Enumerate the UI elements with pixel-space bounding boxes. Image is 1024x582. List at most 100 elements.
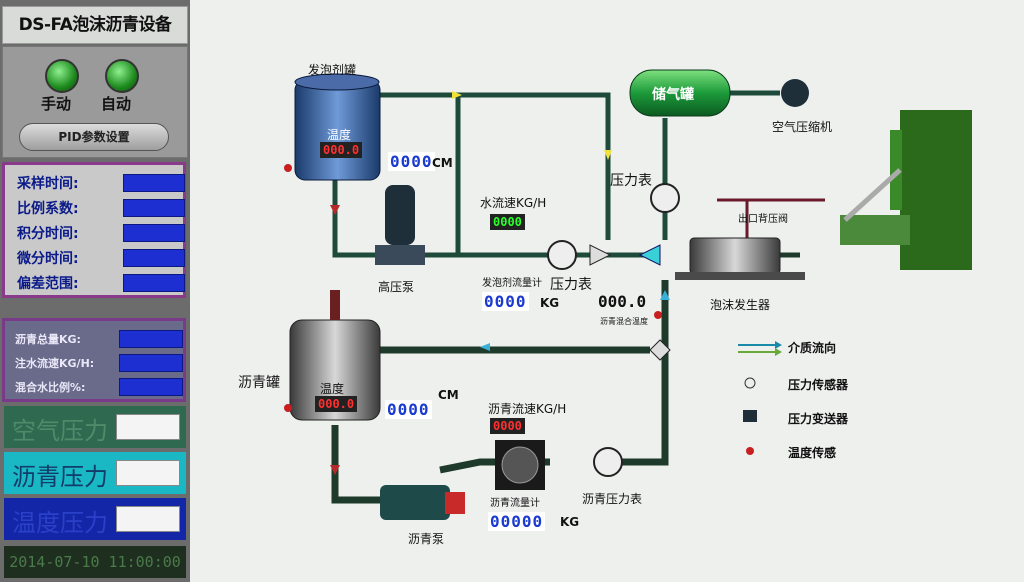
air-gauge-label: 压力表 — [610, 173, 652, 189]
totals-panel: 沥青总量KG: 注水流速KG/H: 混合水比例%: — [2, 318, 186, 402]
derivative-time-input[interactable] — [123, 249, 185, 267]
foam-tank-label: 发泡剂罐 — [308, 63, 357, 77]
temp-probe-asphalt — [284, 404, 292, 412]
total-label: 沥青总量KG: — [15, 333, 81, 346]
clock-display: 2014-07-10 11:00:00 — [4, 546, 186, 578]
param-row-integral: 积分时间: — [13, 221, 185, 243]
asphalt-total-value: 00000 — [488, 512, 546, 531]
water-ratio-value — [119, 378, 183, 396]
asphalt-pressure-value — [116, 460, 180, 486]
temperature-pressure-box: 温度压力 — [4, 498, 186, 540]
compressor-label: 空气压缩机 — [772, 120, 833, 134]
asphalt-tank-temp-value: 000.0 — [315, 396, 358, 412]
param-row-deviation: 偏差范围: — [13, 271, 185, 293]
param-label: 采样时间: — [17, 176, 79, 192]
flow-arrow-2 — [480, 343, 490, 351]
total-row-asphalt: 沥青总量KG: — [11, 327, 183, 349]
legend-temp-sensor-icon — [746, 447, 754, 455]
asphalt-pump — [380, 485, 450, 520]
high-pressure-pump-label: 高压泵 — [378, 280, 415, 294]
param-label: 比例系数: — [17, 201, 79, 217]
asphalt-flow-value: 0000 — [490, 418, 525, 434]
asphalt-pressure-gauge — [593, 447, 623, 477]
air-compressor — [781, 79, 809, 107]
param-label: 微分时间: — [17, 251, 79, 267]
legend-pressure-sensor-label: 压力传感器 — [788, 378, 849, 392]
param-row-proportional: 比例系数: — [13, 196, 185, 218]
foam-generator — [689, 237, 781, 275]
flow-arrow-3 — [604, 150, 612, 160]
deviation-range-input[interactable] — [123, 274, 185, 292]
air-pressure-box: 空气压力 — [4, 406, 186, 448]
pipe-network — [284, 69, 972, 520]
total-label: 注水流速KG/H: — [15, 357, 95, 370]
valve-asphalt-outlet[interactable] — [330, 465, 340, 475]
valve-foam-outlet[interactable] — [330, 205, 340, 215]
legend-pressure-sensor-icon — [744, 377, 756, 389]
asphalt-pressure-box: 沥青压力 — [4, 452, 186, 494]
asphalt-tank-label: 沥青罐 — [238, 375, 280, 391]
temp-probe-foam — [284, 164, 292, 172]
total-row-water-ratio: 混合水比例%: — [11, 375, 183, 397]
pid-settings-button[interactable]: PID参数设置 — [19, 123, 169, 151]
param-row-derivative: 微分时间: — [13, 246, 185, 268]
mix-temp-value: 000.0 — [598, 292, 647, 311]
water-total-unit: KG — [540, 296, 560, 310]
asphalt-level-value: 0000 — [385, 400, 432, 419]
mix-temp-label: 沥青混合温度 — [600, 317, 648, 326]
asphalt-level-unit: CM — [438, 388, 459, 402]
asphalt-total-unit: KG — [560, 515, 580, 529]
legend-transmitter-label: 压力变送器 — [788, 412, 849, 426]
proportional-coef-input[interactable] — [123, 199, 185, 217]
total-label: 混合水比例%: — [15, 381, 86, 394]
valve-water[interactable] — [589, 244, 612, 266]
asphalt-gauge-label: 沥青压力表 — [582, 492, 643, 506]
mode-panel: 手动 自动 PID参数设置 — [2, 46, 188, 158]
air-pressure-gauge — [650, 183, 680, 213]
flow-arrow-4 — [660, 290, 670, 300]
asphalt-pump-label: 沥青泵 — [408, 532, 445, 546]
param-label: 积分时间: — [17, 226, 79, 242]
air-tank — [629, 69, 731, 117]
manual-mode-lamp[interactable] — [45, 59, 79, 93]
asphalt-flow-label: 沥青流速KG/H — [488, 402, 567, 416]
asphalt-flowmeter-label: 沥青流量计 — [490, 498, 540, 509]
temp-probe-mix — [654, 311, 662, 319]
manual-mode-label: 手动 — [41, 95, 72, 113]
total-row-water-flow: 注水流速KG/H: — [11, 351, 183, 373]
asphalt-total-value — [119, 330, 183, 348]
sampling-time-input[interactable] — [123, 174, 185, 192]
water-flow-label: 水流速KG/H — [480, 196, 547, 210]
foam-level-unit: CM — [432, 156, 453, 170]
air-pressure-label: 空气压力 — [12, 417, 108, 445]
legend-temp-sensor-label: 温度传感 — [788, 446, 837, 460]
foam-generator-label: 泡沫发生器 — [710, 298, 771, 312]
water-flow-value: 0000 — [490, 214, 525, 230]
auto-mode-lamp[interactable] — [105, 59, 139, 93]
asphalt-plant-image — [840, 110, 972, 270]
valve-asphalt[interactable] — [649, 339, 671, 361]
mixer-nozzle — [638, 244, 661, 266]
air-tank-label: 储气罐 — [652, 87, 694, 103]
control-sidebar: DS-FA泡沫沥青设备 手动 自动 PID参数设置 采样时间: 比例系数: 积分… — [0, 0, 190, 582]
temperature-pressure-label: 温度压力 — [12, 509, 108, 537]
asphalt-tank-outlet — [331, 425, 380, 504]
legend-flow-label: 介质流向 — [788, 341, 837, 355]
asphalt-main-riser — [620, 280, 669, 466]
param-label: 偏差范围: — [17, 276, 79, 292]
outlet-valve-label: 出口背压阀 — [738, 214, 788, 225]
integral-time-input[interactable] — [123, 224, 185, 242]
water-pressure-gauge — [547, 240, 577, 270]
legend-transmitter-icon — [743, 410, 757, 422]
high-pressure-pump — [385, 185, 415, 245]
foam-level-value: 0000 — [388, 152, 435, 171]
water-flow-value — [119, 354, 183, 372]
param-row-sampling-time: 采样时间: — [13, 171, 185, 193]
water-gauge-label: 压力表 — [550, 277, 592, 293]
asphalt-pressure-label: 沥青压力 — [12, 463, 108, 491]
foam-temp-label: 温度 — [327, 128, 352, 142]
air-pressure-value — [116, 414, 180, 440]
auto-mode-label: 自动 — [101, 95, 132, 113]
flow-arrow-1 — [452, 91, 462, 99]
foam-temp-value: 000.0 — [320, 142, 363, 158]
